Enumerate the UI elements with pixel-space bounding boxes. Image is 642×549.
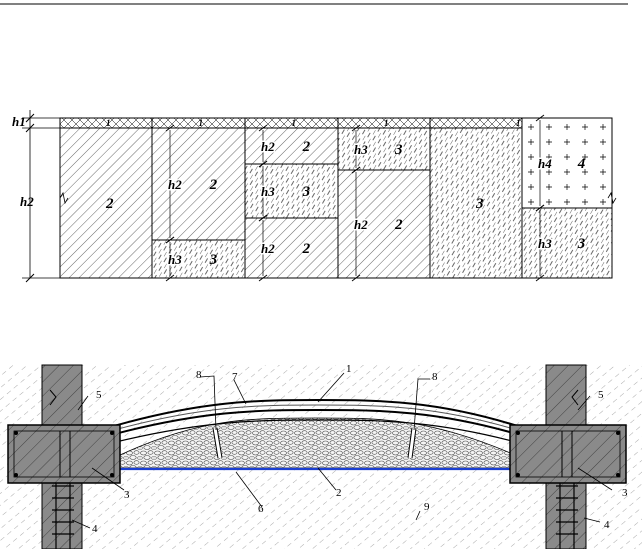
thickness-tick xyxy=(535,204,545,212)
pile-cap-left xyxy=(7,424,121,484)
thickness-tick xyxy=(535,274,545,282)
membrane-inner-stroke xyxy=(99,404,531,435)
thickness-label-c2-l1: h2 xyxy=(261,139,275,154)
callout-5-left: 5 xyxy=(96,389,102,401)
column-right xyxy=(545,364,587,426)
membrane-layer-top xyxy=(99,399,531,431)
layer-code-c3-l1: 3 xyxy=(394,142,403,158)
thickness-tick xyxy=(258,214,268,222)
callout-6: 6 xyxy=(258,503,264,515)
thickness-tick xyxy=(351,124,361,132)
thickness-tick xyxy=(165,124,175,132)
thickness-label-c3-l1: h3 xyxy=(354,142,368,157)
thickness-tick xyxy=(258,124,268,132)
layer-cell-c1-l1 xyxy=(151,127,246,241)
layer-code-c1-l0: 1 xyxy=(199,118,204,128)
membrane-layer-bottom xyxy=(99,419,531,447)
thickness-label-c1-l1: h2 xyxy=(168,177,182,192)
thickness-tick xyxy=(258,160,268,168)
drainage-cross-section xyxy=(0,364,642,549)
layer-cell-c2-l1 xyxy=(244,127,339,165)
pile-left xyxy=(41,477,83,549)
thickness-label-c5-l1: h3 xyxy=(538,236,552,251)
layer-code-c2-l1: 2 xyxy=(302,139,311,155)
layer-code-c1-l2: 3 xyxy=(209,252,218,268)
layer-code-c4-l0: 1 xyxy=(516,118,521,128)
layer-code-c0-l0: 1 xyxy=(106,118,111,128)
layer-cell-c0-l1 xyxy=(59,127,153,279)
callout-3-left: 3 xyxy=(124,489,130,501)
layer-code-c5-l1: 3 xyxy=(577,236,586,252)
layer-code-c4-l1: 3 xyxy=(475,196,484,212)
layer-code-c3-l2: 2 xyxy=(394,217,403,233)
layer-code-c1-l1: 2 xyxy=(209,177,218,193)
callout-8-right: 8 xyxy=(432,371,438,383)
pile-cap-right xyxy=(509,424,627,484)
thickness-label-c2-l3: h2 xyxy=(261,241,275,256)
thickness-label-c3-l2: h2 xyxy=(354,217,368,232)
layer-code-c2-l0: 1 xyxy=(292,118,297,128)
thickness-tick xyxy=(351,274,361,282)
thickness-tick xyxy=(351,166,361,174)
layer-cell-c3-l1 xyxy=(337,127,431,171)
callout-8-left: 8 xyxy=(196,369,202,381)
callout-3-right: 3 xyxy=(622,487,628,499)
layer-cell-c5-l0 xyxy=(521,117,613,209)
layer-code-c5-l0: 4 xyxy=(577,156,586,172)
layer-code-c0-l1: 2 xyxy=(105,196,114,212)
callout-4-left: 4 xyxy=(92,523,98,535)
layer-cell-c1-l2 xyxy=(151,239,246,279)
callout-labels: 1 2 3 3 4 4 5 5 6 7 8 8 9 xyxy=(92,363,628,535)
layer-cell-c3-l2 xyxy=(337,169,431,279)
callout-7: 7 xyxy=(232,371,238,383)
thickness-label-c1-l2: h3 xyxy=(168,252,182,267)
break-marks xyxy=(59,191,617,205)
layer-cell-c4-l1 xyxy=(429,127,523,279)
thickness-tick xyxy=(165,274,175,282)
dimension-label-h2: h2 xyxy=(20,194,34,209)
column-left xyxy=(41,364,83,426)
layer-cell-c2-l3 xyxy=(244,217,339,279)
layer-cell-c5-l1 xyxy=(521,207,613,279)
dimension-label-h1: h1 xyxy=(12,114,26,129)
thickness-tick xyxy=(535,114,545,122)
thickness-tick xyxy=(165,236,175,244)
layer-code-c2-l2: 3 xyxy=(302,184,311,200)
callout-5-right: 5 xyxy=(598,389,604,401)
pile-right xyxy=(545,477,587,549)
layer-section-diagram: 1 2 1 2 h2 3 h3 1 2 h2 3 h3 2 h2 1 3 h3 2 h2 1 3 4 h4 3 h3 xyxy=(59,114,613,282)
thickness-label-c5-l0: h4 xyxy=(538,156,552,171)
layer-cell-c4-l0 xyxy=(429,117,523,129)
membrane-layer-mid xyxy=(99,409,531,439)
dimension-line: h1 h2 xyxy=(12,110,60,283)
callout-9: 9 xyxy=(424,501,430,513)
callout-1: 1 xyxy=(346,363,352,375)
thickness-label-c2-l2: h3 xyxy=(261,184,275,199)
layer-cell-c2-l2 xyxy=(244,163,339,219)
callout-2: 2 xyxy=(336,487,342,499)
layer-code-c3-l0: 1 xyxy=(384,118,389,128)
layer-code-c2-l3: 2 xyxy=(302,241,311,257)
thickness-tick xyxy=(258,274,268,282)
callout-4-right: 4 xyxy=(604,519,610,531)
